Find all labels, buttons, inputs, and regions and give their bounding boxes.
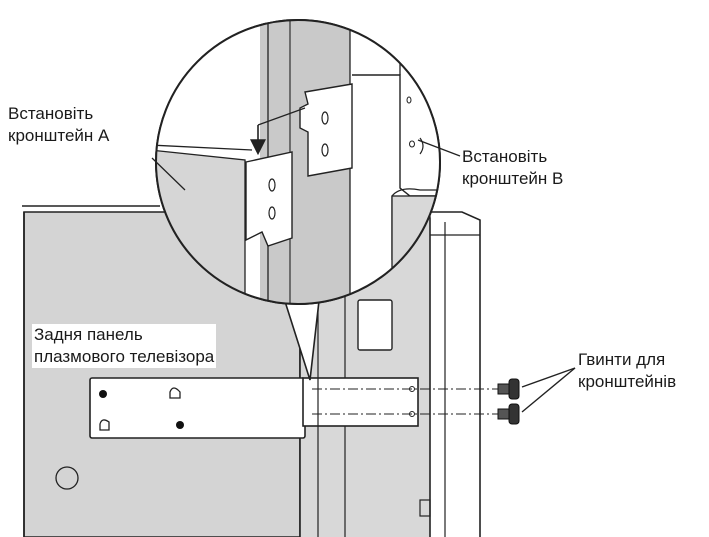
leader-bracket-b bbox=[417, 139, 461, 157]
label-bracket-screws: Гвинти для кронштейнів bbox=[578, 350, 677, 391]
panel-round-hole bbox=[55, 466, 79, 490]
screw-bottom bbox=[497, 403, 520, 425]
bracket-screws bbox=[497, 367, 576, 425]
screw-guide-lines bbox=[312, 388, 498, 415]
zoom-callout bbox=[155, 19, 441, 381]
label-tv-back-panel: Задня панель плазмового телевізора bbox=[32, 324, 217, 368]
lower-bracket bbox=[89, 377, 419, 439]
label-install-bracket-b: Встановіть кронштейн B bbox=[462, 147, 564, 188]
label-install-bracket-a: Встановіть кронштейн A bbox=[8, 104, 110, 145]
leader-bracket-a bbox=[151, 157, 186, 191]
screw-top bbox=[497, 378, 520, 400]
